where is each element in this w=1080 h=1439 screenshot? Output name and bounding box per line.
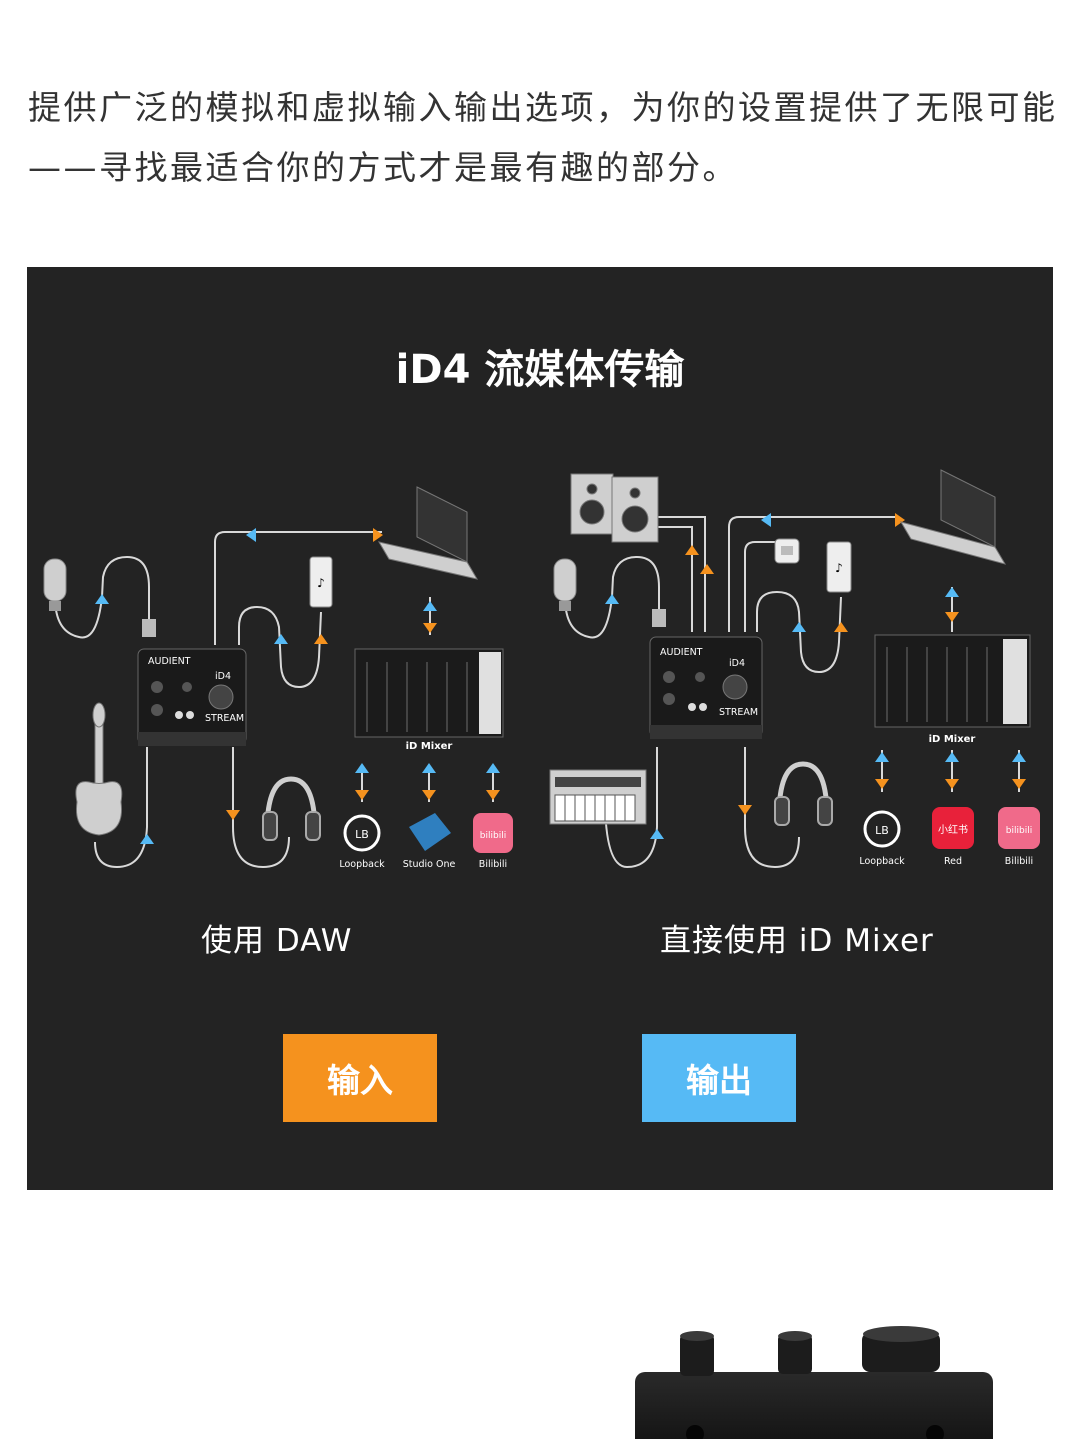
app-bilibili: bilibili Bilibili xyxy=(473,813,513,870)
svg-text:LB: LB xyxy=(355,828,369,841)
microphone-icon xyxy=(43,558,156,637)
svg-text:AUDIENT: AUDIENT xyxy=(148,656,191,667)
streaming-diagram-panel: iD4 流媒体传输 xyxy=(27,267,1053,1190)
svg-text:Loopback: Loopback xyxy=(339,859,385,870)
laptop-icon xyxy=(377,486,479,580)
phone-icon: ♪ xyxy=(826,541,852,593)
svg-text:STREAM: STREAM xyxy=(205,713,244,724)
svg-text:LB: LB xyxy=(875,824,889,837)
headphones-icon xyxy=(262,776,321,841)
id4-device: AUDIENT iD4 STREAM xyxy=(137,648,247,746)
svg-text:iD4: iD4 xyxy=(729,658,745,669)
app-loopback: LB Loopback xyxy=(339,814,385,870)
id4-device-photo xyxy=(635,1326,993,1439)
id4-device: AUDIENT iD4 STREAM xyxy=(649,636,763,739)
svg-text:Bilibili: Bilibili xyxy=(1005,856,1033,867)
svg-text:iD4: iD4 xyxy=(215,671,231,682)
app-red: 小红书 Red xyxy=(932,807,974,867)
mode-label-daw: 使用 DAW xyxy=(201,923,353,959)
left-diagram: ♪ AUDIENT iD4 STREAM xyxy=(43,486,513,870)
svg-text:Loopback: Loopback xyxy=(859,856,905,867)
svg-text:bilibili: bilibili xyxy=(1006,826,1032,836)
svg-text:STREAM: STREAM xyxy=(719,707,758,718)
svg-text:♪: ♪ xyxy=(835,561,843,575)
right-diagram: ♪ AUDIENT iD4 STREAM xyxy=(549,469,1040,869)
midi-keyboard-icon xyxy=(549,769,647,825)
svg-text:Bilibili: Bilibili xyxy=(479,859,507,870)
svg-text:♪: ♪ xyxy=(317,576,325,590)
svg-text:iD Mixer: iD Mixer xyxy=(406,741,453,752)
routing-diagram: ♪ AUDIENT iD4 STREAM xyxy=(43,469,1040,870)
svg-text:AUDIENT: AUDIENT xyxy=(660,647,703,658)
app-loopback: LB Loopback xyxy=(859,810,905,867)
app-studio-one: Studio One xyxy=(403,813,456,870)
laptop-icon xyxy=(899,469,1007,565)
app-bilibili: bilibili Bilibili xyxy=(998,807,1040,867)
power-plug-icon xyxy=(774,538,800,564)
microphone-icon xyxy=(553,558,666,627)
guitar-icon xyxy=(75,702,123,836)
id-mixer-window: iD Mixer xyxy=(874,634,1031,745)
legend-input: 输入 xyxy=(283,1034,437,1122)
mode-label-id-mixer: 直接使用 iD Mixer xyxy=(660,923,934,959)
svg-text:bilibili: bilibili xyxy=(480,831,506,841)
legend-output: 输出 xyxy=(642,1034,796,1122)
svg-text:iD Mixer: iD Mixer xyxy=(929,734,976,745)
phone-icon: ♪ xyxy=(309,556,333,608)
svg-text:小红书: 小红书 xyxy=(938,823,968,836)
id-mixer-window: iD Mixer xyxy=(354,648,504,752)
svg-text:Studio One: Studio One xyxy=(403,859,456,870)
svg-text:Red: Red xyxy=(944,856,962,867)
speakers-icon xyxy=(570,473,659,543)
headphones-icon xyxy=(774,761,833,826)
panel-title: iD4 流媒体传输 xyxy=(395,347,685,393)
intro-text: 提供广泛的模拟和虚拟输入输出选项，为你的设置提供了无限可能——寻找最适合你的方式… xyxy=(28,88,1058,187)
